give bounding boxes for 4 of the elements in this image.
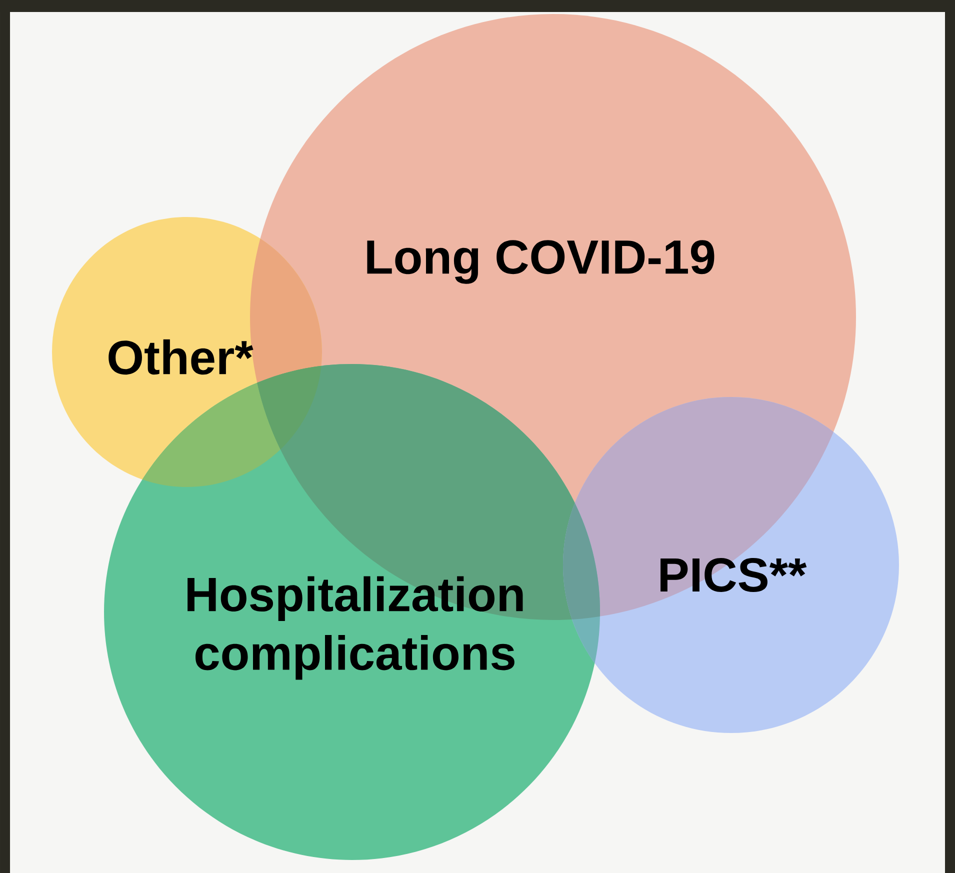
circle-label: Hospitalization complications xyxy=(188,576,523,680)
circle-label: Other* xyxy=(108,339,254,375)
circle-label: Long COVID-19 xyxy=(367,240,714,284)
circle-label: PICS** xyxy=(660,558,807,592)
